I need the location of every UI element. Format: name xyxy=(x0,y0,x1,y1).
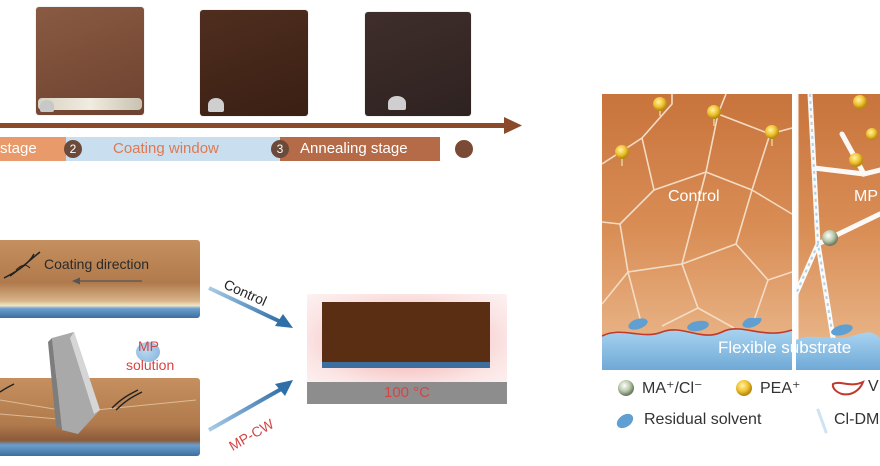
film-photo-1 xyxy=(36,7,144,115)
anneal-film-base xyxy=(322,362,490,368)
mp-solution-label: solution xyxy=(126,357,175,373)
anneal-film xyxy=(322,302,490,364)
coating-direction-arrow xyxy=(72,277,142,285)
mpcw-arrow xyxy=(208,380,293,432)
mp-solution-droplet xyxy=(136,342,160,362)
timeline-stage2-number: 2 xyxy=(64,140,82,158)
anneal-hotplate xyxy=(307,382,507,404)
timeline-stage1-label: stage xyxy=(0,140,37,157)
timeline-stage2-label: Coating window xyxy=(113,140,219,157)
coating-substrate-top xyxy=(0,240,200,318)
mp-label: MP xyxy=(138,338,159,354)
timeline-stage3-band xyxy=(280,137,440,161)
legend-void-icon xyxy=(831,380,865,396)
coating-direction-label: Coating direction xyxy=(44,256,150,272)
coating-streaks-top xyxy=(3,251,41,279)
flexible-substrate-label: Flexible substrate xyxy=(718,338,852,357)
anneal-temperature-label: 100 °C xyxy=(383,384,431,401)
legend-residual-solvent-label: Residual solvent xyxy=(644,411,762,428)
coating-blade-icon xyxy=(48,332,100,434)
film-holder-1 xyxy=(38,98,142,110)
timeline-end-dot xyxy=(455,140,473,158)
legend-residual-solvent-icon xyxy=(616,413,634,429)
film-clip-1 xyxy=(40,100,54,112)
timeline-stage2-band xyxy=(66,137,280,161)
legend-pea-label: PEA⁺ xyxy=(760,380,801,397)
legend-ma-cl-icon xyxy=(618,380,634,396)
legend-void-label: V xyxy=(868,378,879,395)
film-photo-3 xyxy=(365,12,471,116)
legend-ma-cl-label: MA⁺/Cl⁻ xyxy=(642,380,703,397)
timeline-arrow xyxy=(0,117,522,134)
film-clip-3 xyxy=(388,96,406,110)
timeline-stage3-label: Annealing stage xyxy=(300,140,408,157)
grain-mp-label: MP xyxy=(854,188,878,205)
grain-ions xyxy=(615,95,878,246)
control-arrow xyxy=(208,286,293,328)
flexible-substrate xyxy=(602,318,880,370)
grain-boundaries xyxy=(602,94,880,344)
grain-control-label: Control xyxy=(668,188,720,205)
film-clip-2 xyxy=(208,98,224,112)
timeline-stage3-number: 3 xyxy=(271,140,289,158)
legend-pea-icon xyxy=(736,380,752,396)
legend-cl-dm-label: Cl-DM xyxy=(834,411,880,428)
timeline-stage1-band xyxy=(0,137,66,161)
legend-cl-dm-icon xyxy=(816,408,828,434)
